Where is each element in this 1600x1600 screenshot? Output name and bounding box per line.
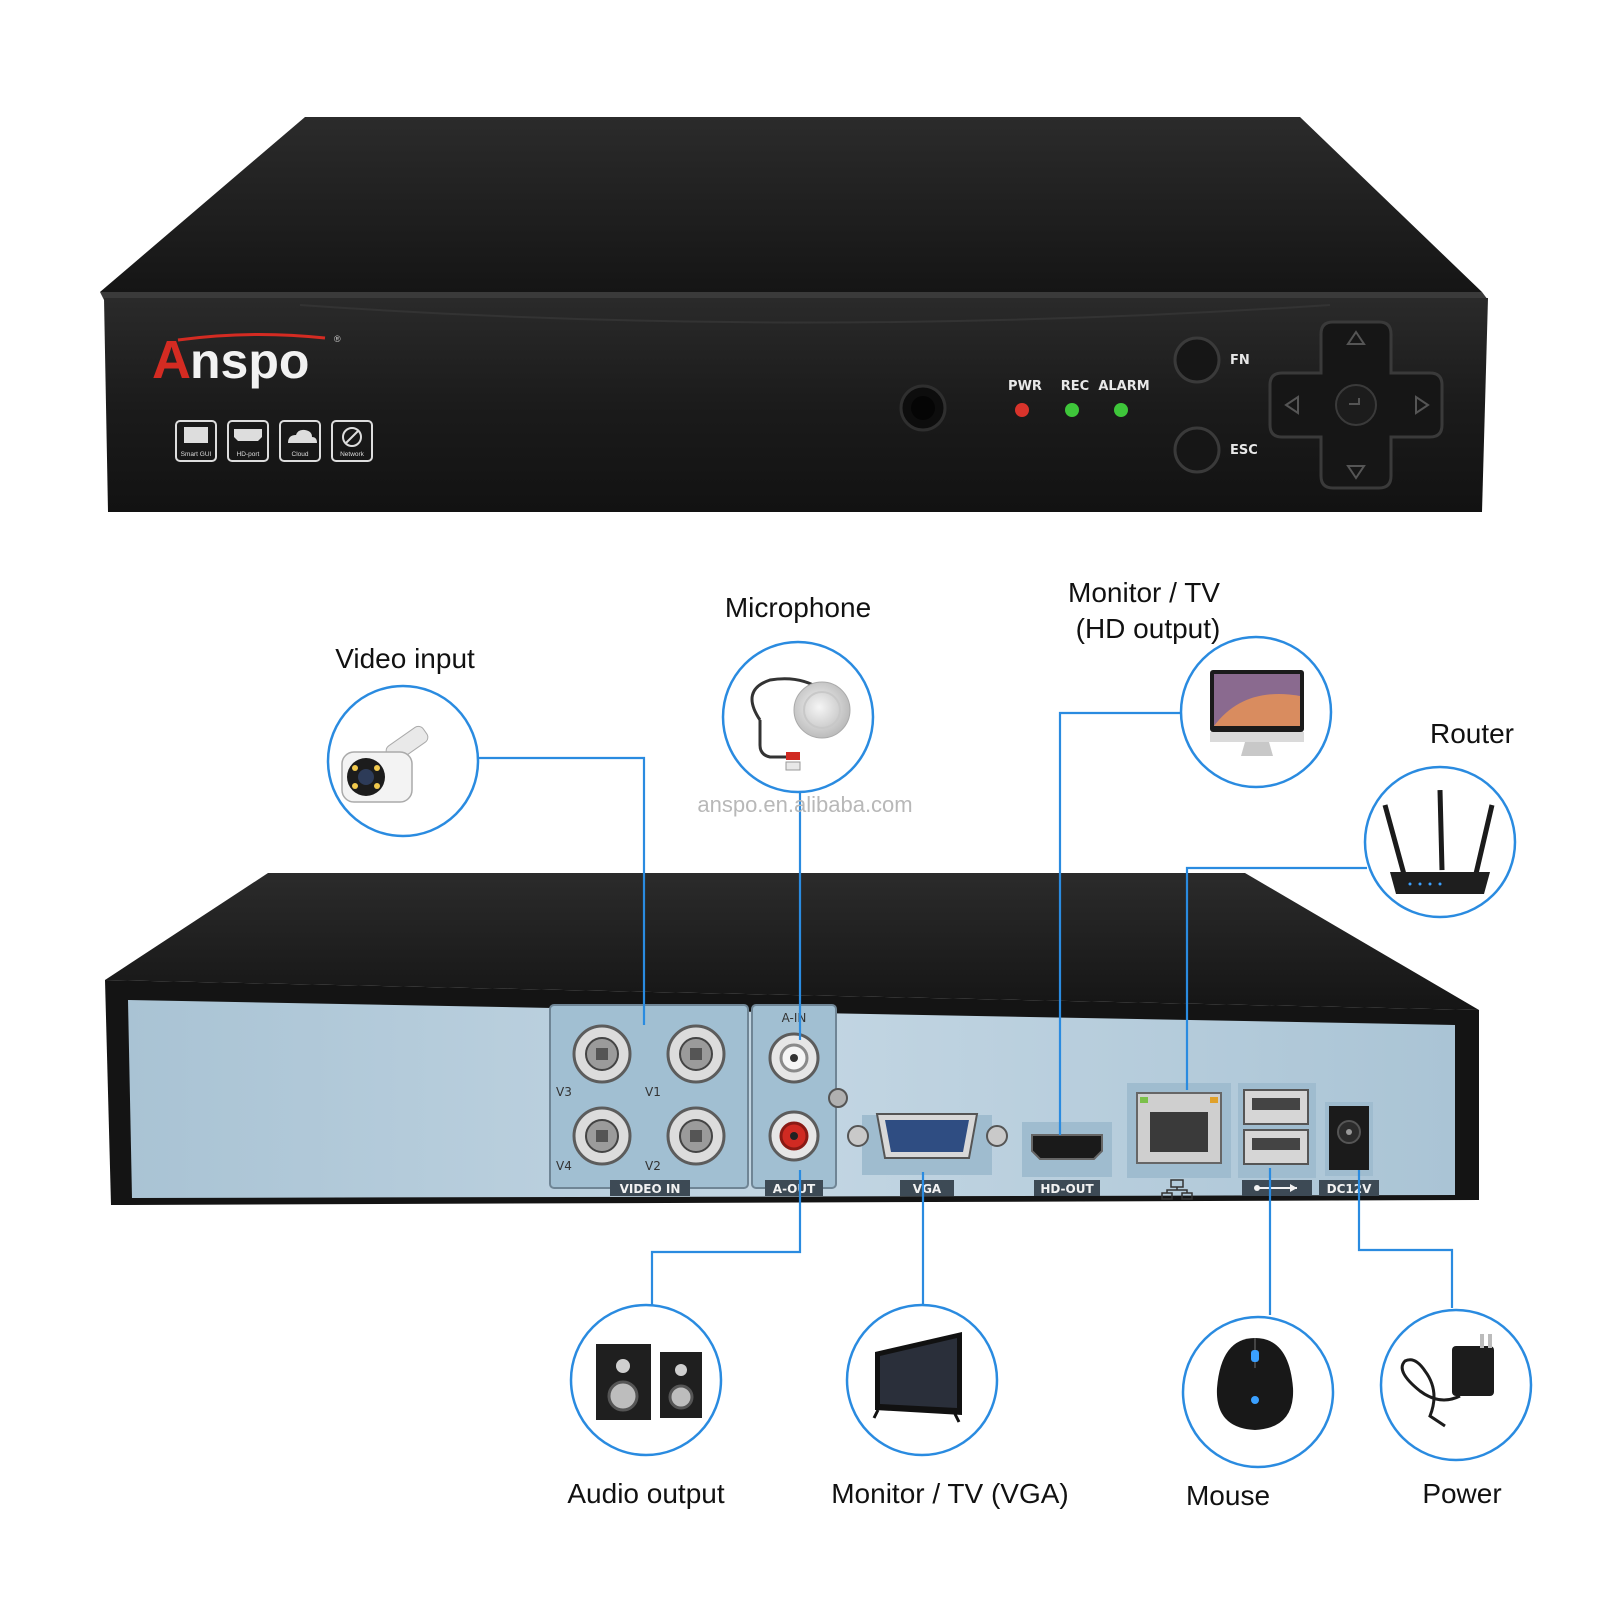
svg-text:®: ® — [334, 334, 341, 344]
network-lan-icon — [1161, 1179, 1193, 1200]
right-arrow-icon[interactable] — [1415, 395, 1430, 415]
mouse-icon[interactable] — [1216, 1338, 1294, 1430]
feature-label: Cloud — [292, 451, 309, 458]
channel-label-v3: V3 — [556, 1085, 572, 1099]
device-microphone: Microphone — [721, 592, 875, 794]
device-router: Router — [1363, 718, 1517, 919]
led-pwr — [1015, 403, 1029, 417]
left-arrow-icon[interactable] — [1284, 395, 1299, 415]
device-label: Monitor / TV (VGA) — [831, 1478, 1069, 1509]
device-label: Audio output — [567, 1478, 724, 1509]
down-arrow-icon[interactable] — [1346, 465, 1366, 480]
led-label-pwr: PWR — [1008, 379, 1042, 394]
audio-in-jack[interactable] — [768, 1032, 820, 1084]
bullet-camera-icon — [341, 725, 429, 803]
tv-icon — [872, 1332, 962, 1423]
line-audio-output — [650, 1170, 802, 1305]
audio-in-label: A-IN — [782, 1011, 807, 1025]
bnc-connector-v1[interactable] — [666, 1024, 726, 1084]
device-power: Power — [1379, 1308, 1533, 1509]
led-label-alarm: ALARM — [1098, 379, 1149, 394]
video-in-label: VIDEO IN — [620, 1182, 681, 1196]
hd-port-icon: HD-port — [227, 420, 269, 462]
usb-ports[interactable] — [1238, 1083, 1316, 1196]
bnc-connector-v2[interactable] — [666, 1106, 726, 1166]
up-arrow-icon[interactable] — [1346, 330, 1366, 345]
vga-port[interactable]: VGA — [847, 1113, 1008, 1196]
device-label-line2: (HD output) — [1076, 613, 1221, 644]
ground-screw-icon — [828, 1088, 848, 1108]
vga-label: VGA — [913, 1182, 942, 1196]
connector-lines — [479, 711, 1454, 1315]
device-monitor-hd: Monitor / TV (HD output) — [1068, 577, 1333, 789]
hd-out-label: HD-OUT — [1040, 1182, 1094, 1196]
cloud-icon: Cloud — [279, 420, 321, 462]
device-label: Power — [1422, 1478, 1501, 1509]
line-monitor-hd — [1058, 711, 1182, 1135]
device-label: Video input — [335, 643, 475, 674]
device-label: Microphone — [725, 592, 871, 623]
led-rec — [1065, 403, 1079, 417]
audio-block: A-IN A-OUT — [751, 1004, 837, 1196]
line-router — [1185, 866, 1367, 1090]
fn-label: FN — [1230, 353, 1250, 368]
audio-out-label: A-OUT — [773, 1182, 816, 1196]
led-label-rec: REC — [1061, 379, 1089, 394]
device-label: Router — [1430, 718, 1514, 749]
led-alarm — [1114, 403, 1128, 417]
feature-icons: Smart GUI HD-port Cloud Network — [175, 420, 373, 462]
usb-icon — [1254, 1184, 1297, 1192]
ir-sensor-icon — [899, 384, 947, 432]
watermark: anspo.en.alibaba.com — [697, 792, 912, 817]
hd-out-port[interactable]: HD-OUT — [1022, 1122, 1112, 1196]
esc-button[interactable]: ESC — [1173, 426, 1258, 474]
line-video-input — [479, 756, 646, 1025]
video-in-block: V3 V1 V4 V2 VIDEO IN — [549, 1004, 749, 1196]
device-monitor-vga: Monitor / TV (VGA) — [831, 1303, 1069, 1509]
smart-gui-icon: Smart GUI — [175, 420, 217, 462]
speakers-icon — [596, 1344, 702, 1420]
dc12v-label: DC12V — [1327, 1182, 1372, 1196]
esc-label: ESC — [1230, 443, 1258, 458]
network-icon: Network — [331, 420, 373, 462]
channel-label-v1: V1 — [645, 1085, 661, 1099]
lan-port[interactable] — [1127, 1083, 1231, 1200]
line-power — [1357, 1170, 1454, 1308]
brand-logo-rest: nspo — [190, 333, 309, 389]
microphone-icon — [750, 677, 851, 771]
router-icon — [1382, 789, 1495, 894]
feature-label: Smart GUI — [181, 451, 212, 458]
bnc-connector-v3[interactable] — [572, 1024, 632, 1084]
feature-label: HD-port — [237, 451, 260, 458]
dpad[interactable] — [1268, 320, 1444, 490]
power-adapter-icon — [1400, 1334, 1494, 1428]
fn-button[interactable]: FN — [1173, 336, 1250, 384]
bnc-connector-v4[interactable] — [572, 1106, 632, 1166]
status-leds: PWR REC ALARM — [1008, 379, 1150, 417]
channel-label-v4: V4 — [556, 1159, 572, 1173]
dvr-front-unit: A nspo ® Smart GUI HD-port Cloud — [100, 117, 1488, 512]
imac-monitor-icon — [1210, 670, 1304, 756]
feature-label: Network — [340, 451, 365, 458]
channel-label-v2: V2 — [645, 1159, 661, 1173]
dvr-rear-unit: V3 V1 V4 V2 VIDEO IN A-IN A-OUT — [105, 873, 1479, 1205]
device-audio-output: Audio output — [567, 1303, 725, 1509]
dc-power-jack[interactable]: DC12V — [1319, 1102, 1379, 1196]
device-label: Mouse — [1186, 1480, 1270, 1511]
audio-out-jack[interactable] — [768, 1110, 820, 1162]
device-label-line1: Monitor / TV — [1068, 577, 1220, 608]
device-video-input: Video input — [326, 643, 480, 838]
device-mouse: Mouse — [1181, 1315, 1335, 1511]
anspo-logo: A nspo ® — [152, 330, 341, 390]
